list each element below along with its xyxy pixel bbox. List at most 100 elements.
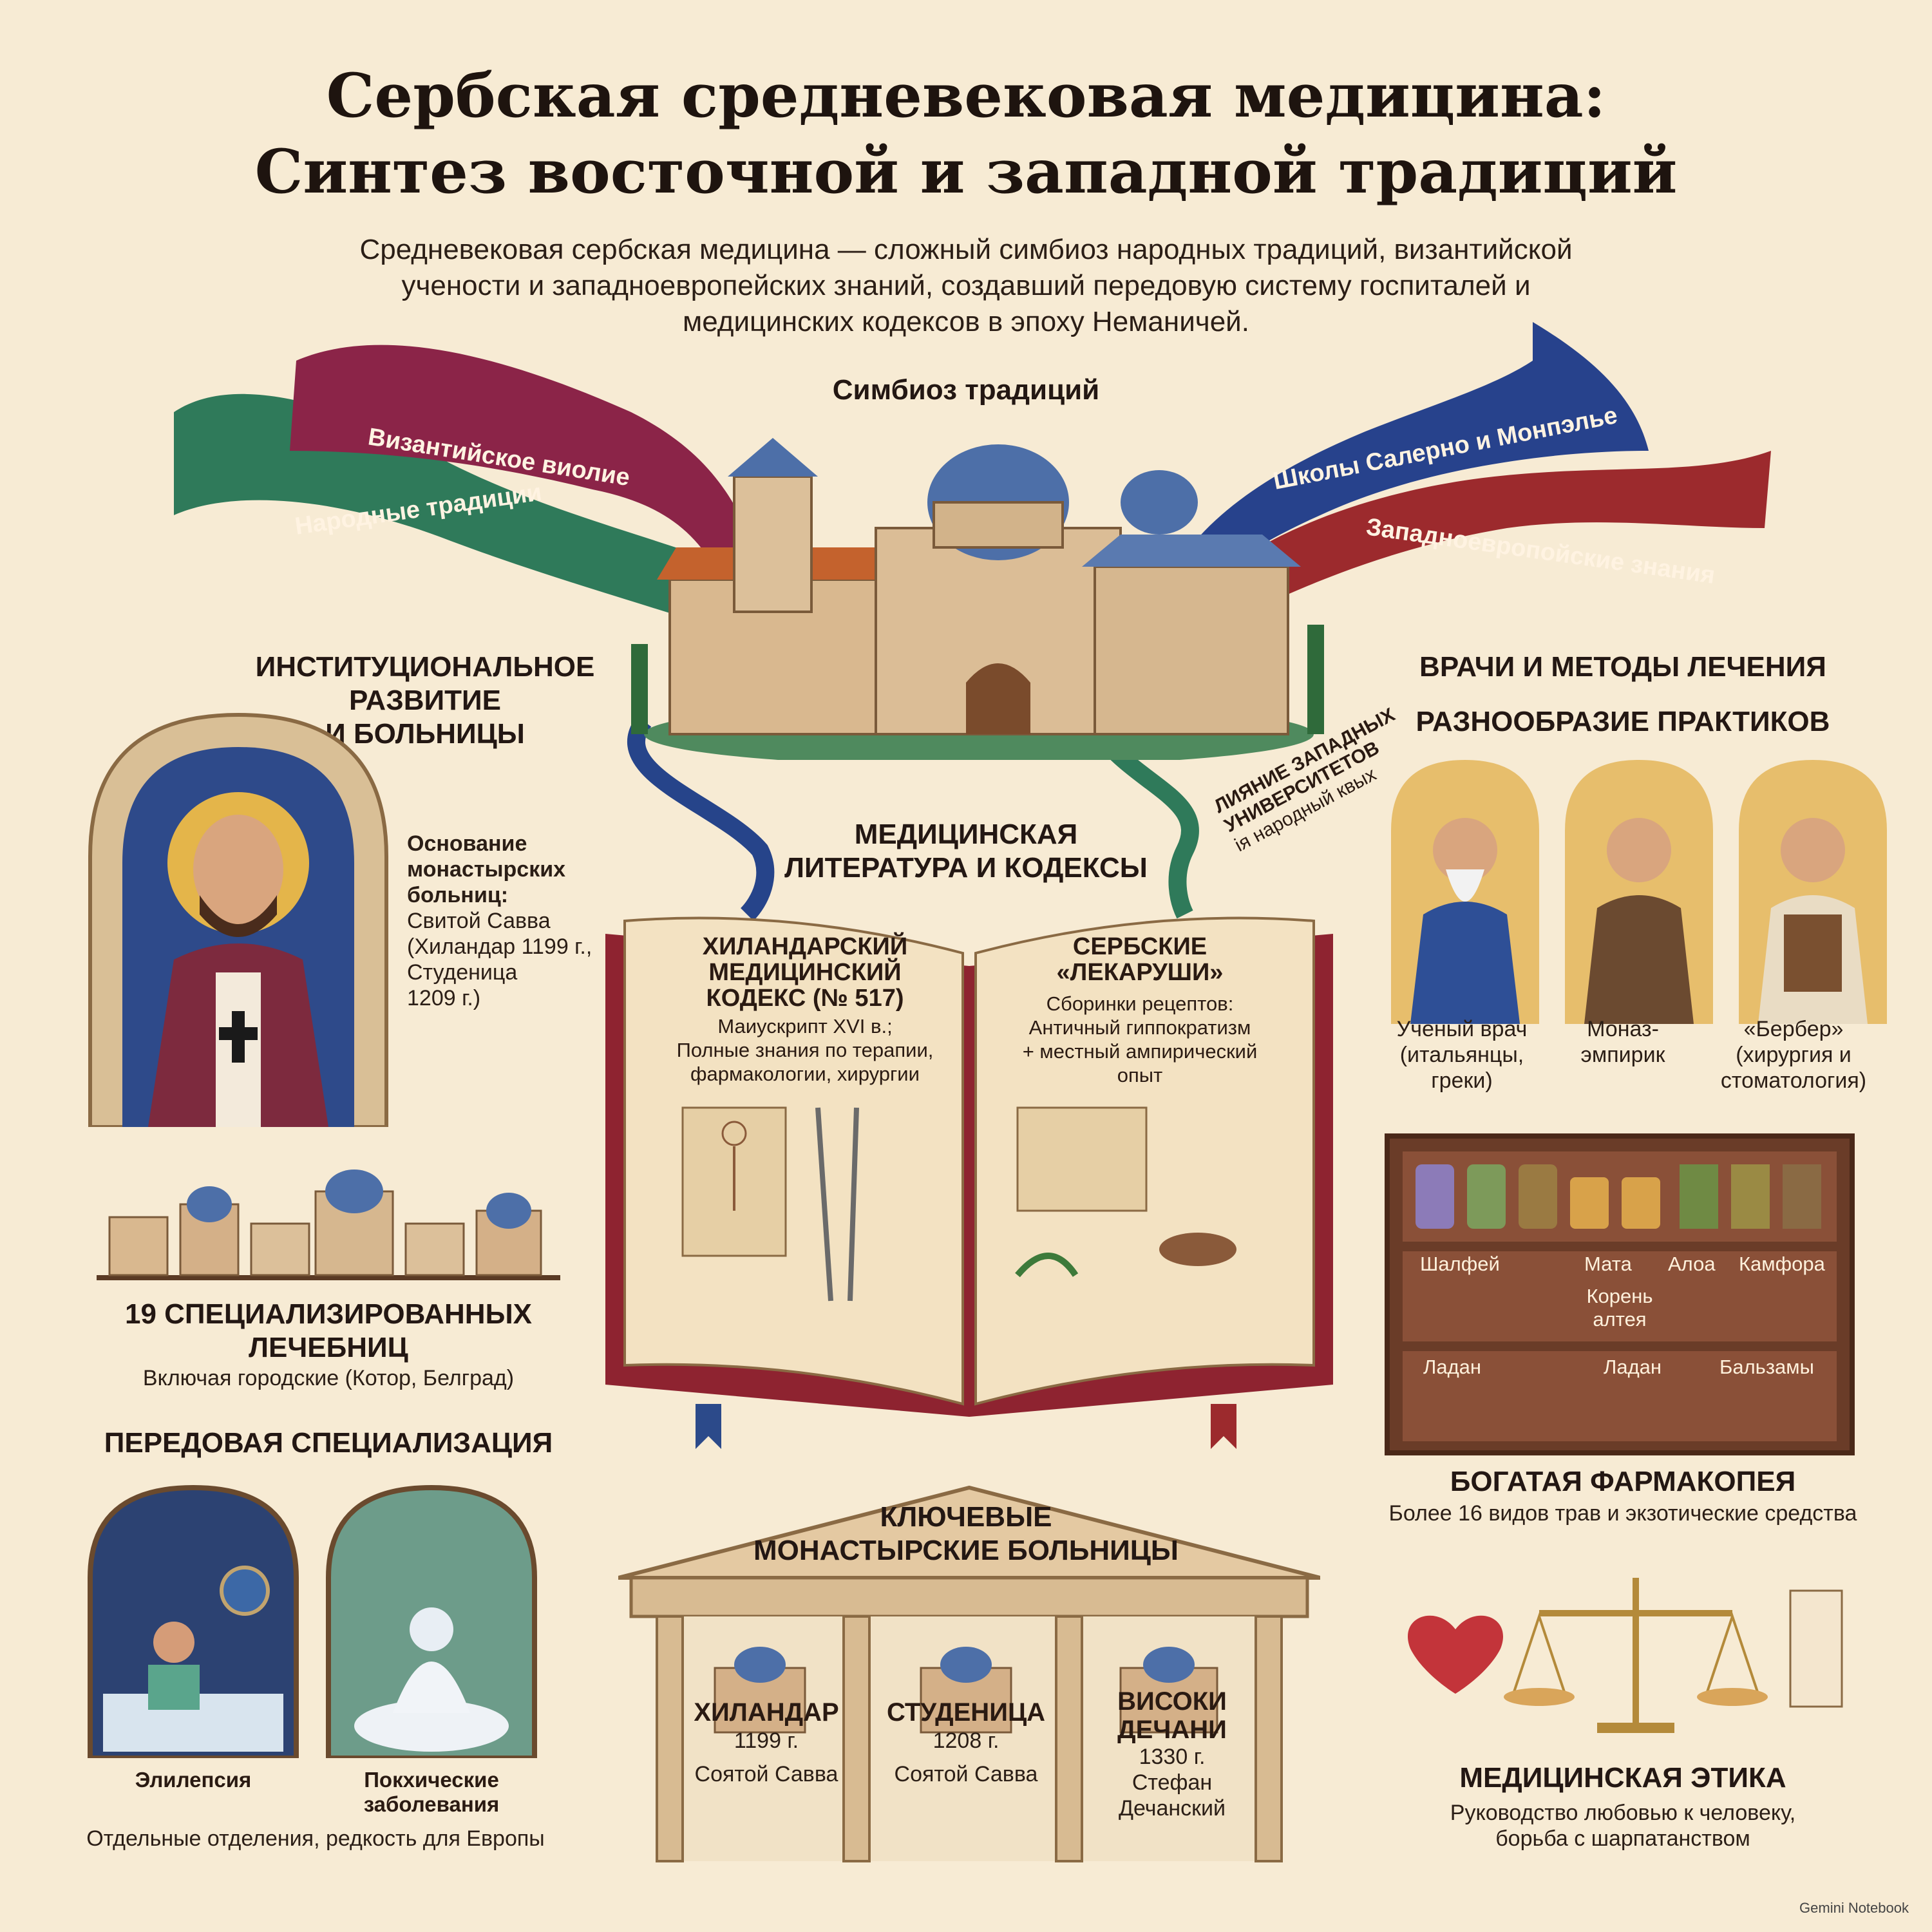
clinics-heading-l1: 19 СПЕЦИАЛИЗИРОВАННЫХ	[124, 1298, 532, 1330]
scroll-icon	[1789, 1589, 1843, 1708]
lekarushi-text-l1: Сборинки рецептов:	[1046, 992, 1234, 1015]
hilandar-codex-text-l1: Маиускрипт XVI в.;	[717, 1015, 893, 1037]
literature-heading-l1: МЕДИЦИНСКАЯ	[854, 819, 1078, 850]
path-to-codex	[627, 715, 775, 921]
clinics-heading: 19 СПЕЦИАЛИЗИРОВАННЫХ ЛЕЧЕБНИЦ	[90, 1298, 567, 1365]
hospitals-temple-illustration	[618, 1485, 1320, 1862]
hilandar-codex-text-l2: Полные знания по терапии,	[676, 1039, 934, 1061]
lekarushi-title-l1: СЕРБСКИЕ	[1072, 933, 1208, 960]
founding-label-l2: монастырских	[407, 857, 566, 882]
hospitals-heading: КЛЮЧЕВЫЕ МОНАСТЫРСКИЕ БОЛЬНИЦЫ	[708, 1501, 1224, 1567]
ethics-text-l2: борьба с шарпатанством	[1495, 1826, 1750, 1851]
shelf-row-2	[1403, 1251, 1837, 1341]
ethics-illustration	[1408, 1578, 1843, 1733]
hospital-studenica: СТУДЕНИЦА 1208 г. Соятой Савва	[882, 1697, 1050, 1787]
founding-label-l1: Основание	[407, 831, 527, 856]
hospital-hilandar: ХИЛАНДАР 1199 г. Соятой Савва	[683, 1697, 850, 1787]
clinics-row-illustration	[97, 1170, 560, 1280]
decani-founder-l1: Стефан	[1132, 1770, 1213, 1795]
hilandar-codex-text-l3: фармакологии, хирургии	[690, 1063, 920, 1085]
balsams: Бальзамы	[1719, 1356, 1814, 1378]
symbiosis-label: Симбиоз традиций	[832, 374, 1100, 406]
page-title: Сербская средневековая медицина: Синтез …	[0, 58, 1932, 210]
pharmacopeia-heading: БОГАТАЯ ФАРМАКОПЕЯ	[1450, 1466, 1796, 1497]
practitioner-scholar: Ученый врач (итальянцы, греки)	[1365, 1016, 1558, 1094]
founding-text-l2: (Хиландар 1199 г.,	[407, 934, 592, 959]
hilandar-codex-title-l2: МЕДИЦИНСКИЙ	[708, 959, 902, 986]
decani-name-l1: ВИСОКИ	[1117, 1687, 1227, 1716]
shelf-row-3	[1403, 1351, 1837, 1441]
herb-bundle-icon	[1680, 1164, 1718, 1229]
herb-sage: Шалфей	[1420, 1253, 1500, 1275]
hospitals-heading-l1: КЛЮЧЕВЫЕ	[880, 1501, 1052, 1533]
herb-mint: Мата	[1584, 1253, 1632, 1275]
practitioner-barber: «Бербер» (хирургия и стоматология)	[1687, 1016, 1900, 1094]
institutional-heading-l2: РАЗВИТИЕ	[348, 685, 502, 716]
ribbon-western-label: Западноевропойские знания	[1365, 513, 1717, 589]
lekarushi-text-l4: опыт	[1117, 1064, 1163, 1086]
practitioner-monk: Моназ- эмпирик	[1546, 1016, 1700, 1068]
lekarushi-text: Сборинки рецептов: Античный гиппократизм…	[985, 992, 1294, 1087]
lekarushi-text-l3: + местный ампирический	[1022, 1040, 1258, 1063]
herb-marshmallow-l1: Корень	[1586, 1285, 1653, 1307]
saint-sava-icon-illustration	[88, 712, 388, 1127]
doctors-heading: ВРАЧИ И МЕТОДЫ ЛЕЧЕНИЯ	[1419, 651, 1826, 683]
ribbon-folk	[174, 393, 747, 638]
literature-heading-l2: ЛИТЕРАТУРА И КОДЕКСЫ	[784, 852, 1148, 884]
lekarushi-title: СЕРБСКИЕ «ЛЕКАРУШИ»	[1005, 934, 1275, 985]
herb-bundle-icon	[1783, 1164, 1821, 1229]
studenica-founder: Соятой Савва	[894, 1762, 1038, 1786]
herb-aloe: Алоа	[1668, 1253, 1716, 1275]
jar-icon	[1467, 1164, 1506, 1229]
hilandar-year: 1199 г.	[734, 1728, 799, 1753]
herb-camphor: Камфора	[1739, 1253, 1825, 1275]
founding-text-l1: Свитой Савва	[407, 909, 551, 933]
hilandar-codex-title-l1: ХИЛАНДАРСКИЙ	[702, 933, 908, 960]
clinics-heading-l2: ЛЕЧЕБНИЦ	[249, 1332, 408, 1363]
incense-1: Ладан	[1423, 1356, 1482, 1378]
pharmacy-shelf	[1385, 1133, 1855, 1455]
spec-epilepsy-label: Элилепсия	[135, 1768, 252, 1792]
title-line-2: Синтез восточной и западной традиций	[254, 137, 1678, 207]
codex-book-illustration	[605, 916, 1333, 1449]
monastery-illustration	[631, 438, 1324, 760]
ribbon-byzantine	[290, 345, 760, 580]
studenica-name: СТУДЕНИЦА	[886, 1698, 1046, 1727]
practitioner-scholar-l1: Ученый врач	[1396, 1017, 1528, 1041]
jar-icon	[1622, 1177, 1660, 1229]
ethics-text: Руководство любовью к человеку, борьба с…	[1365, 1800, 1880, 1852]
path-to-lekarushi	[1087, 722, 1199, 919]
practitioner-scholar-l3: греки)	[1431, 1068, 1493, 1093]
institutional-heading: ИНСТИТУЦИОНАЛЬНОЕ РАЗВИТИЕ И БОЛЬНИЦЫ	[245, 650, 605, 751]
incense-2: Ладан	[1604, 1356, 1662, 1378]
mental-illness-illustration	[326, 1484, 537, 1758]
practitioner-monk-l1: Моназ-	[1587, 1017, 1659, 1041]
institutional-heading-l1: ИНСТИТУЦИОНАЛЬНОЕ	[255, 651, 595, 683]
decani-name-l2: ДЕЧАНИ	[1117, 1716, 1227, 1744]
footer-brand: Gemini Notebook	[1799, 1900, 1909, 1916]
specialization-heading: ПЕРЕДОВАЯ СПЕЦИАЛИЗАЦИЯ	[104, 1427, 553, 1459]
practitioner-scholar-l2: (итальянцы,	[1399, 1043, 1524, 1067]
founding-info: Основание монастырских больниц: Свитой С…	[407, 831, 620, 1011]
herb-marshmallow-root: Корень алтея	[1571, 1285, 1668, 1331]
spec-mental-label-l2: заболевания	[363, 1792, 500, 1816]
ethics-heading: МЕДИЦИНСКАЯ ЭТИКА	[1459, 1762, 1786, 1794]
hilandar-name: ХИЛАНДАР	[694, 1698, 839, 1727]
founding-text-l4: 1209 г.)	[407, 986, 481, 1010]
founding-text-l3: Студеница	[407, 960, 518, 985]
practitioner-monk-l2: эмпирик	[1580, 1043, 1665, 1067]
spec-mental-label-l1: Покхические	[364, 1768, 499, 1792]
decani-founder-l2: Дечанский	[1118, 1796, 1226, 1821]
ribbon-salerno	[1185, 322, 1649, 592]
page-subtitle: Средневековая сербская медицина — сложны…	[359, 234, 1573, 337]
herb-marshmallow-l2: алтея	[1593, 1308, 1647, 1331]
jar-icon	[1416, 1164, 1454, 1229]
institutional-heading-l3: И БОЛЬНИЦЫ	[325, 718, 525, 750]
scales-icon	[1504, 1578, 1768, 1733]
pharmacopeia-text: Более 16 видов трав и экзотические средс…	[1388, 1501, 1857, 1526]
hilandar-founder: Соятой Савва	[694, 1762, 838, 1786]
jar-icon	[1519, 1164, 1557, 1229]
title-line-1: Сербская средневековая медицина:	[326, 61, 1606, 131]
